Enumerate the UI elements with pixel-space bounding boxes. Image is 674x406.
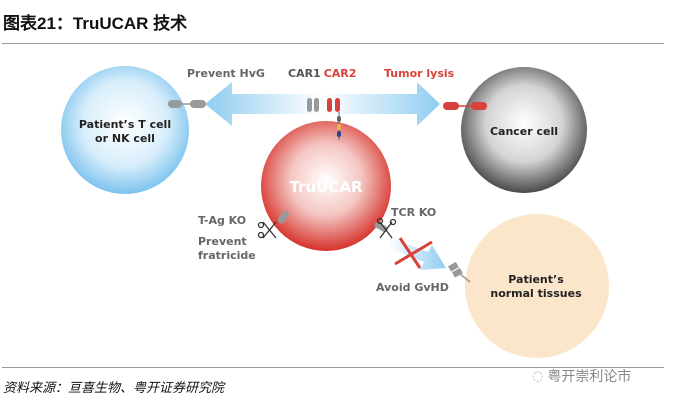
- wechat-icon: ◌: [532, 368, 544, 384]
- gvhd-arrow: [388, 238, 446, 270]
- car-construct-icon: [307, 98, 341, 140]
- source-note: 资料来源：亘喜生物、粤开证券研究院: [3, 381, 225, 396]
- patient-t-cell: [61, 66, 189, 194]
- trucar-cell: [261, 121, 391, 251]
- cancer-cell-label: Cancer cell: [490, 125, 558, 138]
- trucar-label: TruUCAR: [289, 178, 362, 196]
- double-arrow: [205, 82, 440, 126]
- avoid-gvhd-label: Avoid GvHD: [376, 281, 449, 294]
- tumor-antigen: [443, 102, 487, 110]
- tumor-lysis-label: Tumor lysis: [384, 67, 455, 80]
- header-divider: [2, 43, 664, 44]
- blocked-cross-icon: [394, 237, 433, 269]
- watermark-text: 粤开崇利论市: [547, 369, 632, 385]
- cancer-cell: [461, 67, 587, 193]
- figure-title: 图表21：TruUCAR 技术: [3, 14, 188, 33]
- prevent-hvg-label: Prevent HvG: [187, 67, 265, 80]
- scissors-icon-tcr: [374, 217, 397, 239]
- scissors-icon: [257, 210, 289, 239]
- watermark: ◌ 粤开崇利论市: [532, 366, 631, 386]
- hla-receptor: [168, 100, 206, 108]
- footer-divider: [2, 367, 664, 368]
- tag-ko-label: T-Ag KO: [198, 214, 246, 227]
- tcr-ko-label: TCR KO: [391, 206, 436, 219]
- tcr-receptor: [448, 261, 471, 283]
- normal-tissue-cell: [465, 214, 609, 358]
